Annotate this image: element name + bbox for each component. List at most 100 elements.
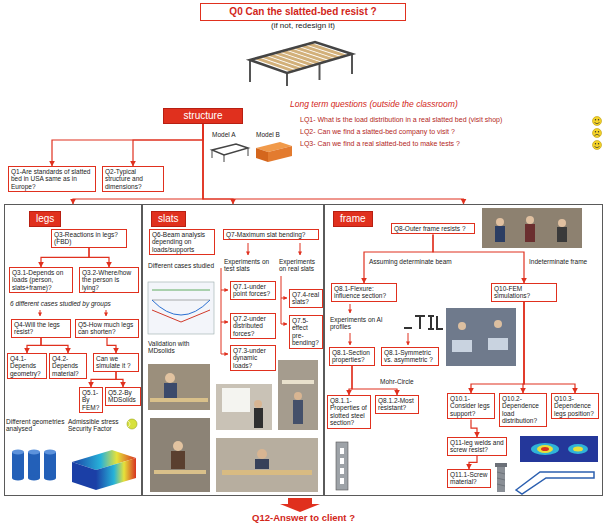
note-text: (if not, redesign it) bbox=[240, 21, 366, 30]
node-text: Can we simulate it ? bbox=[96, 355, 136, 370]
smiley-happy bbox=[593, 117, 602, 126]
node-text: Q3.1-Depends on loads (person, slats+fra… bbox=[12, 269, 70, 291]
person-head bbox=[294, 392, 302, 400]
ball bbox=[127, 419, 137, 429]
question-text: LQ3- Can we find a real slatted-bed to m… bbox=[300, 140, 590, 148]
question-box: Q11.1-Screw material? bbox=[447, 469, 491, 488]
l-profile bbox=[437, 316, 443, 329]
frame-leg bbox=[248, 148, 249, 156]
relay-arrow bbox=[281, 298, 287, 299]
whiteboard bbox=[222, 388, 250, 412]
bed-leg bbox=[351, 54, 353, 74]
topic-panel: frameQ8-Outer frame resists ?Q8.1-Flexur… bbox=[324, 204, 603, 496]
frame-leg bbox=[212, 150, 213, 158]
node-text: Q10-FEM simulations? bbox=[494, 285, 554, 300]
smiley-mouth bbox=[595, 147, 600, 148]
question-box: Q10.2-Dependence load distribution? bbox=[499, 393, 547, 427]
node-text: Q4-Will the legs resist? bbox=[14, 321, 68, 336]
smiley-face bbox=[593, 141, 602, 150]
cylinder-body bbox=[12, 452, 24, 478]
cylinder-top bbox=[44, 450, 56, 455]
person-body bbox=[164, 383, 177, 398]
question-box: Q5-How much legs can shorten? bbox=[75, 319, 139, 338]
question-box: Q8-Outer frame resists ? bbox=[391, 223, 475, 234]
section-band: structure bbox=[163, 108, 243, 124]
beam-chart bbox=[148, 282, 214, 334]
note-text: 6 different cases studied by groups bbox=[10, 300, 138, 307]
relay-arrow bbox=[221, 290, 228, 291]
node-text: structure bbox=[168, 110, 238, 122]
flow-arrow bbox=[471, 302, 524, 393]
question-text: LQ1- What is the load distribution in a … bbox=[300, 116, 590, 124]
person-body bbox=[171, 451, 185, 469]
person-body bbox=[255, 459, 269, 469]
screw-head bbox=[495, 463, 507, 467]
flow-arrow bbox=[27, 338, 41, 353]
slot bbox=[340, 448, 344, 454]
smiley-eye bbox=[595, 143, 596, 144]
steel-section bbox=[336, 442, 348, 490]
bracket-line bbox=[281, 276, 282, 324]
heat-zone bbox=[537, 445, 553, 453]
question-box: Q1-Are standards of slatted bed in USA s… bbox=[8, 166, 96, 192]
question-box: Q3.1-Depends on loads (person, slats+fra… bbox=[9, 267, 73, 293]
node-text: Q8-Outer frame resists ? bbox=[394, 225, 472, 232]
flow-arrow bbox=[203, 124, 464, 204]
node-text: Q7.5-effect pre-bending? bbox=[292, 317, 320, 347]
node-text: Q5-How much legs can shorten? bbox=[78, 321, 136, 336]
node-text: Q7.3-under dynamic loads? bbox=[233, 347, 273, 369]
conclusion-arrow bbox=[280, 498, 320, 512]
person-head bbox=[257, 449, 267, 459]
cylinder-top bbox=[12, 450, 24, 455]
section-header: legs bbox=[29, 211, 61, 227]
question-box: Q5.2-By MDSolids bbox=[105, 387, 141, 406]
node-text: Q4.1-Depends geometry? bbox=[10, 355, 44, 377]
node-text: Q10.1-Consider legs support? bbox=[450, 395, 492, 417]
bed-frame bbox=[250, 42, 352, 73]
laptop bbox=[452, 340, 472, 352]
slat bbox=[150, 398, 208, 402]
person-body bbox=[254, 408, 263, 428]
question-box: Q8.1-Section properties? bbox=[329, 347, 375, 366]
bed-leg bbox=[319, 64, 321, 81]
flow-arrow bbox=[116, 372, 123, 387]
model-label: Model A bbox=[212, 131, 252, 138]
node-text: Q8.1.2-Most resistant? bbox=[378, 397, 416, 412]
person-head bbox=[458, 322, 466, 330]
deflection-curve bbox=[152, 300, 210, 315]
question-box: Q7.5-effect pre-bending? bbox=[289, 315, 323, 349]
relay-arrow bbox=[248, 243, 249, 255]
flow-arrow bbox=[471, 419, 477, 437]
node-text: Q3.2-Where/how the person is lying? bbox=[82, 269, 136, 291]
flow-arrow bbox=[107, 338, 116, 353]
question-box: Q10.3-Dependence legs position? bbox=[551, 393, 599, 419]
fem-front bbox=[72, 462, 96, 490]
flow-arrow bbox=[89, 248, 109, 267]
question-box: Q8.1.2-Most resistant? bbox=[375, 395, 419, 414]
model-a-icon bbox=[212, 144, 248, 162]
tennis-ball-icon bbox=[127, 419, 137, 429]
slatted-bed-illustration bbox=[250, 42, 352, 86]
node-text: Q5.1-By FEM? bbox=[82, 389, 100, 411]
t-profile bbox=[415, 316, 425, 329]
slat bbox=[282, 380, 314, 384]
screw-thread bbox=[497, 472, 505, 486]
photo bbox=[216, 438, 318, 492]
photo bbox=[278, 360, 318, 430]
note-text: Different cases studied bbox=[148, 262, 214, 269]
heat-map-ground bbox=[520, 436, 598, 462]
photo bbox=[216, 384, 272, 430]
chart-frame bbox=[148, 282, 214, 334]
smiley-eye bbox=[595, 131, 596, 132]
box-front bbox=[256, 148, 268, 162]
note-text: Experiments on test slats bbox=[224, 258, 276, 273]
question-box: Q8.1-Symmetric vs. asymmetric ? bbox=[381, 347, 439, 366]
heat-zone bbox=[573, 447, 583, 452]
question-box: Q7.2-under distributed forces? bbox=[230, 313, 276, 339]
smiley-eye bbox=[598, 119, 599, 120]
cylinder-body bbox=[28, 452, 40, 478]
note-text: Experiments on Al profiles bbox=[330, 316, 400, 331]
slotted-section-photo bbox=[336, 442, 348, 490]
slat-test-photos bbox=[148, 360, 318, 492]
